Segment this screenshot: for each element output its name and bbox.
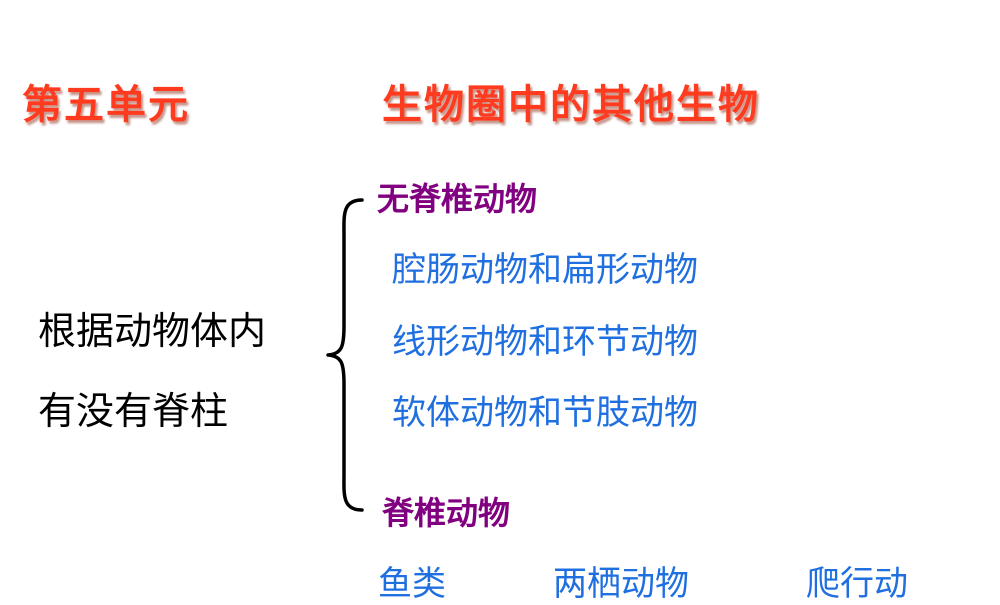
invertebrate-group: 软体动物和节肢动物 [392, 393, 698, 433]
vertebrate-group: 两栖动物 [553, 564, 689, 604]
invertebrate-group: 腔肠动物和扁形动物 [392, 250, 698, 290]
unit-subject: 生物圈中的其他生物 [382, 82, 760, 128]
vertebrate-group: 鱼类 [378, 564, 446, 604]
classification-criterion-line-2: 有没有脊柱 [38, 389, 229, 433]
invertebrate-group: 线形动物和环节动物 [392, 322, 698, 362]
vertebrate-group: 爬行动 [806, 564, 908, 604]
vertebrates-label: 脊椎动物 [382, 494, 511, 532]
invertebrates-label: 无脊椎动物 [377, 180, 538, 218]
left-curly-brace-icon [326, 198, 364, 512]
unit-title: 第五单元 [22, 82, 190, 128]
classification-criterion-line-1: 根据动物体内 [38, 309, 267, 353]
